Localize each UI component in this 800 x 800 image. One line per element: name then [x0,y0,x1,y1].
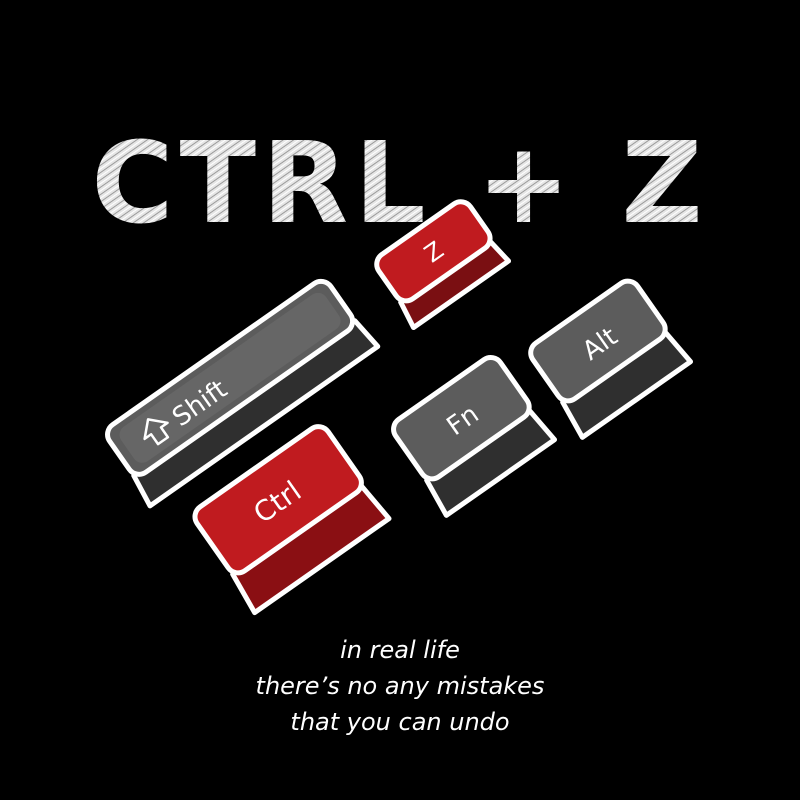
key-shift: Shift [105,278,381,509]
key-alt: Alt [528,278,694,440]
caption-line-3: that you can undo [290,708,510,736]
caption-line-1: in real life [340,636,460,664]
keyboard-illustration: Shift Z Alt Fn Ctrl [105,199,694,616]
key-ctrl: Ctrl [192,424,392,616]
key-z: Z [374,199,512,331]
shift-arrow-icon [143,418,170,446]
key-fn: Fn [391,355,558,518]
title: CTRL + Z [91,119,708,249]
caption: in real life there’s no any mistakes tha… [0,632,800,740]
caption-line-2: there’s no any mistakes [255,672,545,700]
